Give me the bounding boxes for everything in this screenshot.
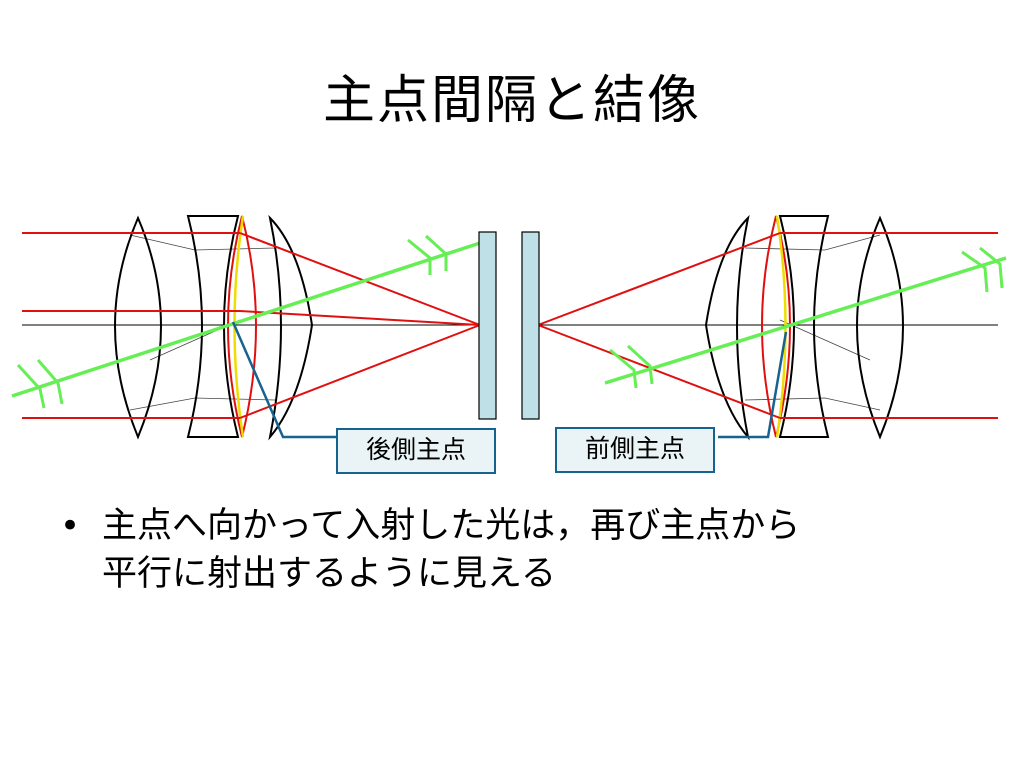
left-green-arrow-marks <box>16 234 448 409</box>
slide-title: 主点間隔と結像 <box>322 71 701 131</box>
right-lens-system <box>521 214 1007 441</box>
right-lens-2 <box>778 215 830 438</box>
left-leader-line <box>231 321 336 439</box>
rear-principal-point-label: 後側主点 <box>336 428 496 474</box>
left-red-rays <box>22 232 481 419</box>
bullet-text: 主点へ向かって入射した光は，再び主点から 平行に射出するように見える <box>102 502 972 598</box>
left-image-plane <box>478 231 497 420</box>
front-principal-point-label: 前側主点 <box>555 427 715 473</box>
right-principal-lens-outline <box>761 215 791 438</box>
right-lens-1 <box>856 215 904 440</box>
right-leader-line <box>718 331 788 439</box>
right-red-rays <box>537 232 998 419</box>
right-lens-3 <box>704 214 750 441</box>
right-green-ray <box>604 256 1007 385</box>
bullet-line-1: 主点へ向かって入射した光は，再び主点から <box>102 506 801 546</box>
right-green-arrow-marks <box>609 246 1004 389</box>
right-construction-lines <box>744 234 881 411</box>
bullet-marker: • <box>60 506 81 546</box>
right-image-plane <box>521 231 540 420</box>
bullet-line-2: 平行に射出するように見える <box>102 554 556 594</box>
left-lens-1 <box>114 215 162 440</box>
left-green-ray <box>11 241 481 398</box>
left-lens-system <box>11 214 497 441</box>
left-lens-2 <box>186 215 240 438</box>
